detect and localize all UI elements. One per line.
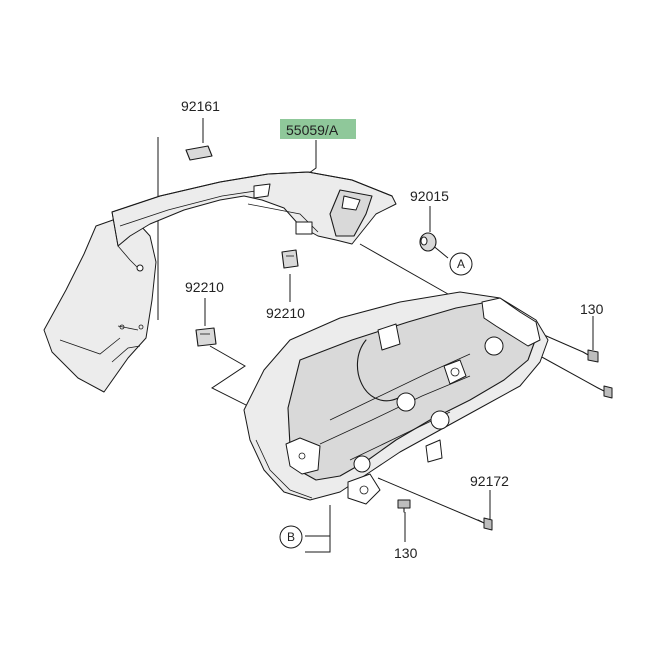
bolt-130-right-lower (597, 385, 613, 399)
label-130-right: 130 (580, 301, 604, 317)
adjuster-knob-right (484, 336, 504, 356)
bolt-130-bottom (397, 499, 411, 513)
bolt-130-right (582, 349, 599, 363)
ref-b: B (279, 525, 303, 549)
upper-cowl (111, 171, 397, 272)
leader-b (305, 535, 331, 553)
part-92210-clip-left (195, 327, 217, 347)
label-130-bottom: 130 (394, 545, 418, 561)
part-92015-grommet (419, 232, 437, 252)
adjuster-knob-center (430, 410, 450, 430)
leader-92172-route (377, 477, 483, 523)
adjuster-knob-left (396, 392, 416, 412)
screw-92172 (477, 517, 493, 531)
ref-b-label: B (287, 530, 295, 544)
label-92172: 92172 (470, 473, 509, 489)
leader-cowl-headlight (359, 243, 456, 299)
headlight-assembly (243, 291, 549, 505)
leader-bolt-lower (539, 355, 599, 389)
side-cowl (43, 213, 157, 393)
ref-a-label: A (457, 257, 465, 271)
ref-a: A (449, 252, 473, 276)
label-92161: 92161 (181, 98, 220, 114)
leader-55059 (304, 140, 317, 177)
label-92210-left: 92210 (185, 279, 224, 295)
label-92210-upper: 92210 (266, 305, 305, 321)
label-55059: 55059/A (286, 122, 339, 138)
part-92161-pad (185, 145, 213, 161)
leader-92210-left-route (209, 345, 257, 411)
highlight-55059 (280, 119, 356, 139)
part-92210-clip-upper (281, 249, 299, 269)
label-92015: 92015 (410, 188, 449, 204)
adjuster-knob-bottom (353, 455, 371, 473)
